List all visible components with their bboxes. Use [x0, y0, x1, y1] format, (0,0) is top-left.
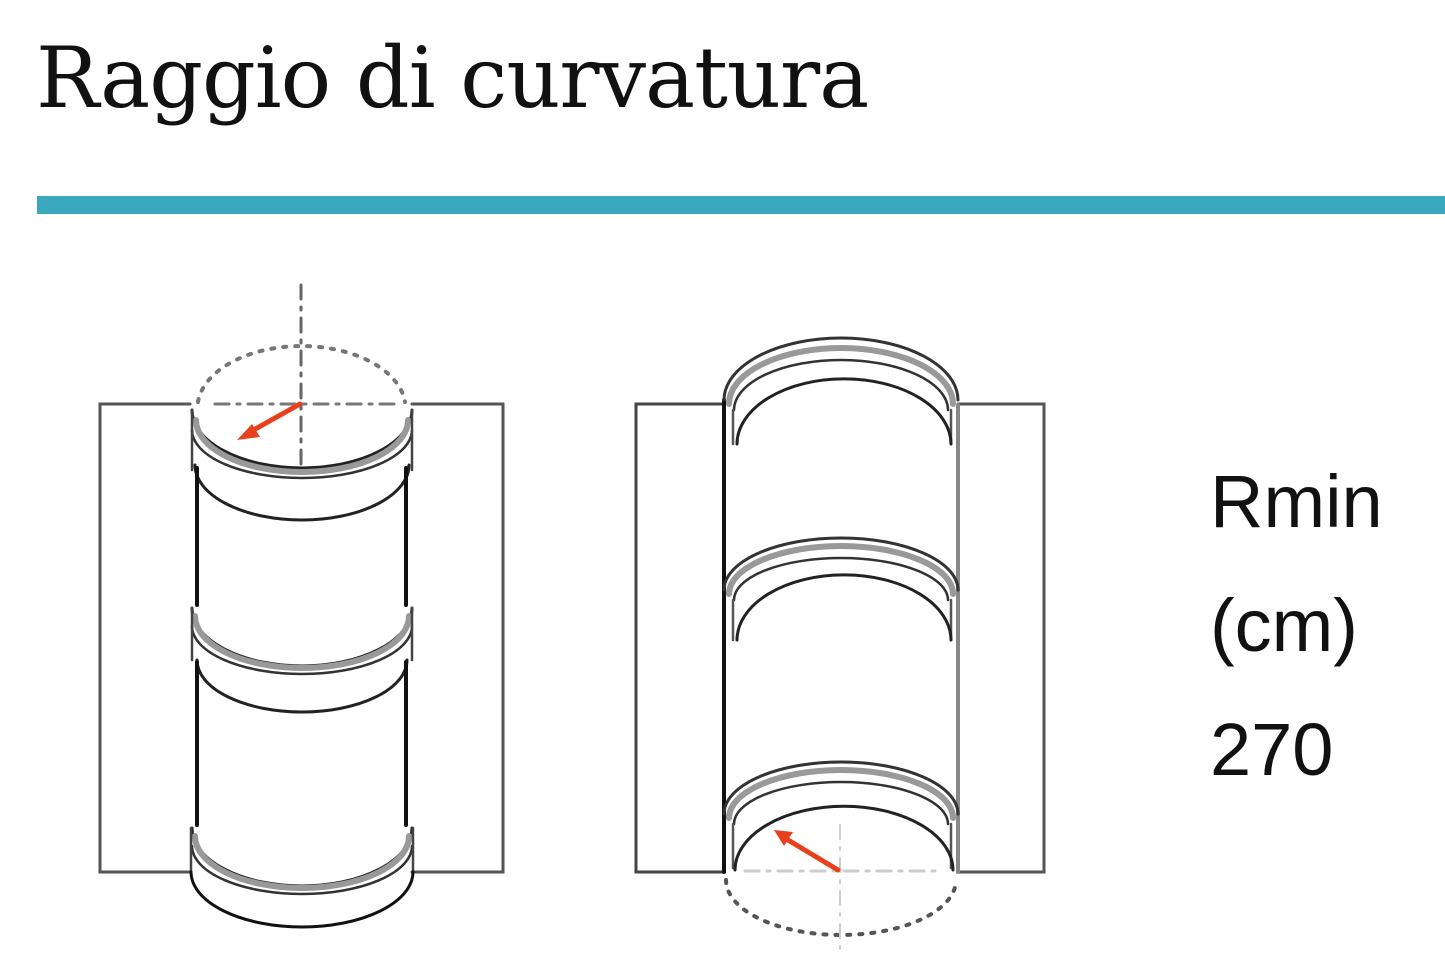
accent-divider [37, 196, 1445, 214]
min-radius-spec: Rmin (cm) 270 [1210, 440, 1383, 812]
concave-curvature-diagram [634, 336, 1046, 951]
spec-unit: (cm) [1210, 584, 1358, 667]
radius-arrow-icon [774, 830, 841, 873]
page-title: Raggio di curvatura [36, 29, 869, 127]
convex-curvature-diagram [98, 283, 505, 929]
spec-value: 270 [1210, 708, 1334, 791]
radius-arrow-icon [237, 401, 303, 440]
spec-label: Rmin [1210, 460, 1383, 543]
